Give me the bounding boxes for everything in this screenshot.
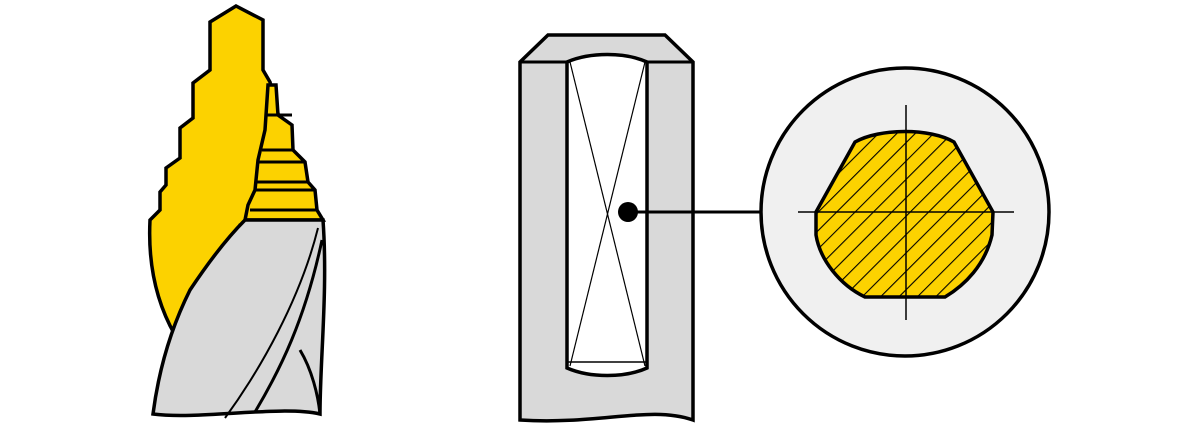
flute-edge — [298, 349, 322, 415]
step-drill-bit — [147, 3, 327, 419]
fluted-shank — [151, 218, 327, 418]
center-lines — [798, 105, 1014, 320]
cross-section-detail — [759, 66, 1051, 358]
small-step-cone — [242, 83, 327, 222]
flute-line — [224, 227, 319, 419]
small-cone-steps — [250, 113, 317, 212]
drill-hole-section — [518, 33, 760, 423]
hexagonal-cross-section — [814, 129, 995, 299]
bore-diagonals — [567, 61, 647, 367]
flute-line-2 — [253, 239, 324, 413]
